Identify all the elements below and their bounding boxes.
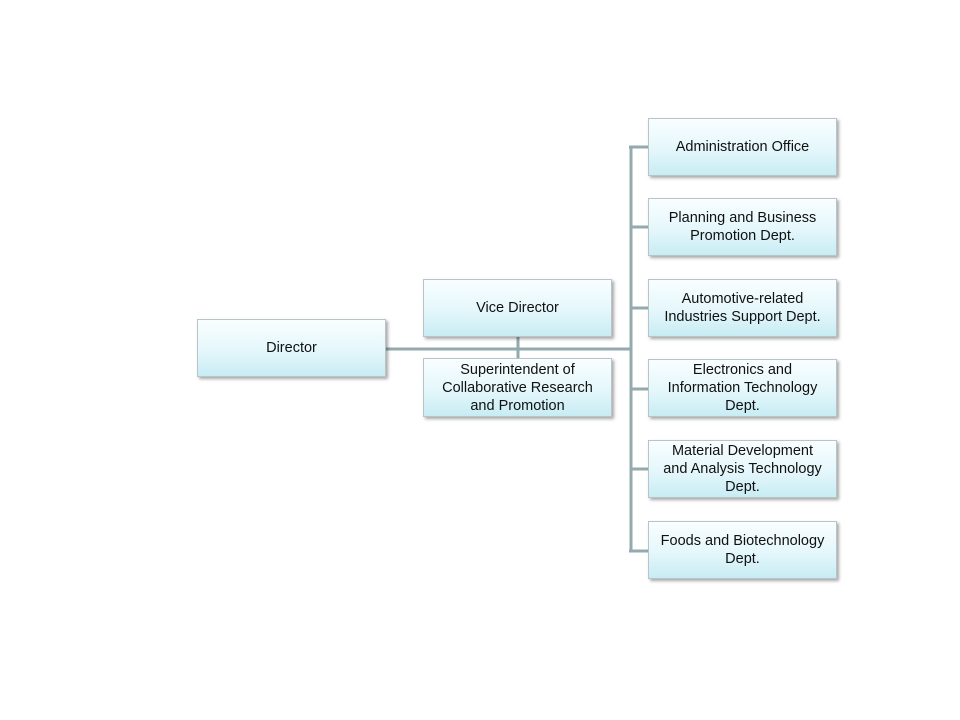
department-label: Automotive-related Industries Support De… [664,291,821,325]
superintendent-box: Superintendent of Collaborative Research… [423,358,612,417]
department-box-automotive: Automotive-related Industries Support De… [648,279,837,337]
department-label: Planning and Business Promotion Dept. [668,210,817,244]
department-label: Foods and Biotechnology Dept. [660,533,825,567]
superintendent-label: Superintendent of Collaborative Research… [442,361,593,414]
department-label: Administration Office [675,139,810,155]
department-label: Electronics and Information Technology D… [667,362,818,414]
vice-director-box: Vice Director [423,279,612,337]
department-box-foods-biotechnology: Foods and Biotechnology Dept. [648,521,837,579]
department-label: Material Development and Analysis Techno… [663,443,822,495]
vice-director-label: Vice Director [476,300,559,316]
director-label: Director [266,340,317,356]
director-box: Director [197,319,386,377]
department-box-administration-office: Administration Office [648,118,837,176]
department-box-planning: Planning and Business Promotion Dept. [648,198,837,256]
department-box-electronics: Electronics and Information Technology D… [648,359,837,417]
department-box-material-development: Material Development and Analysis Techno… [648,440,837,498]
